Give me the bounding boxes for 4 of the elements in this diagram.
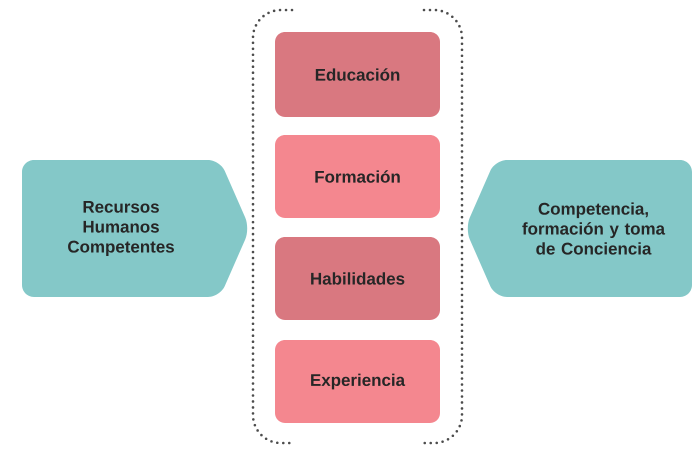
rounded-box: Experiencia: [275, 340, 440, 423]
rounded-box: Educación: [275, 32, 440, 117]
rounded-box: Habilidades: [275, 237, 440, 320]
rounded-box: Formación: [275, 135, 440, 218]
